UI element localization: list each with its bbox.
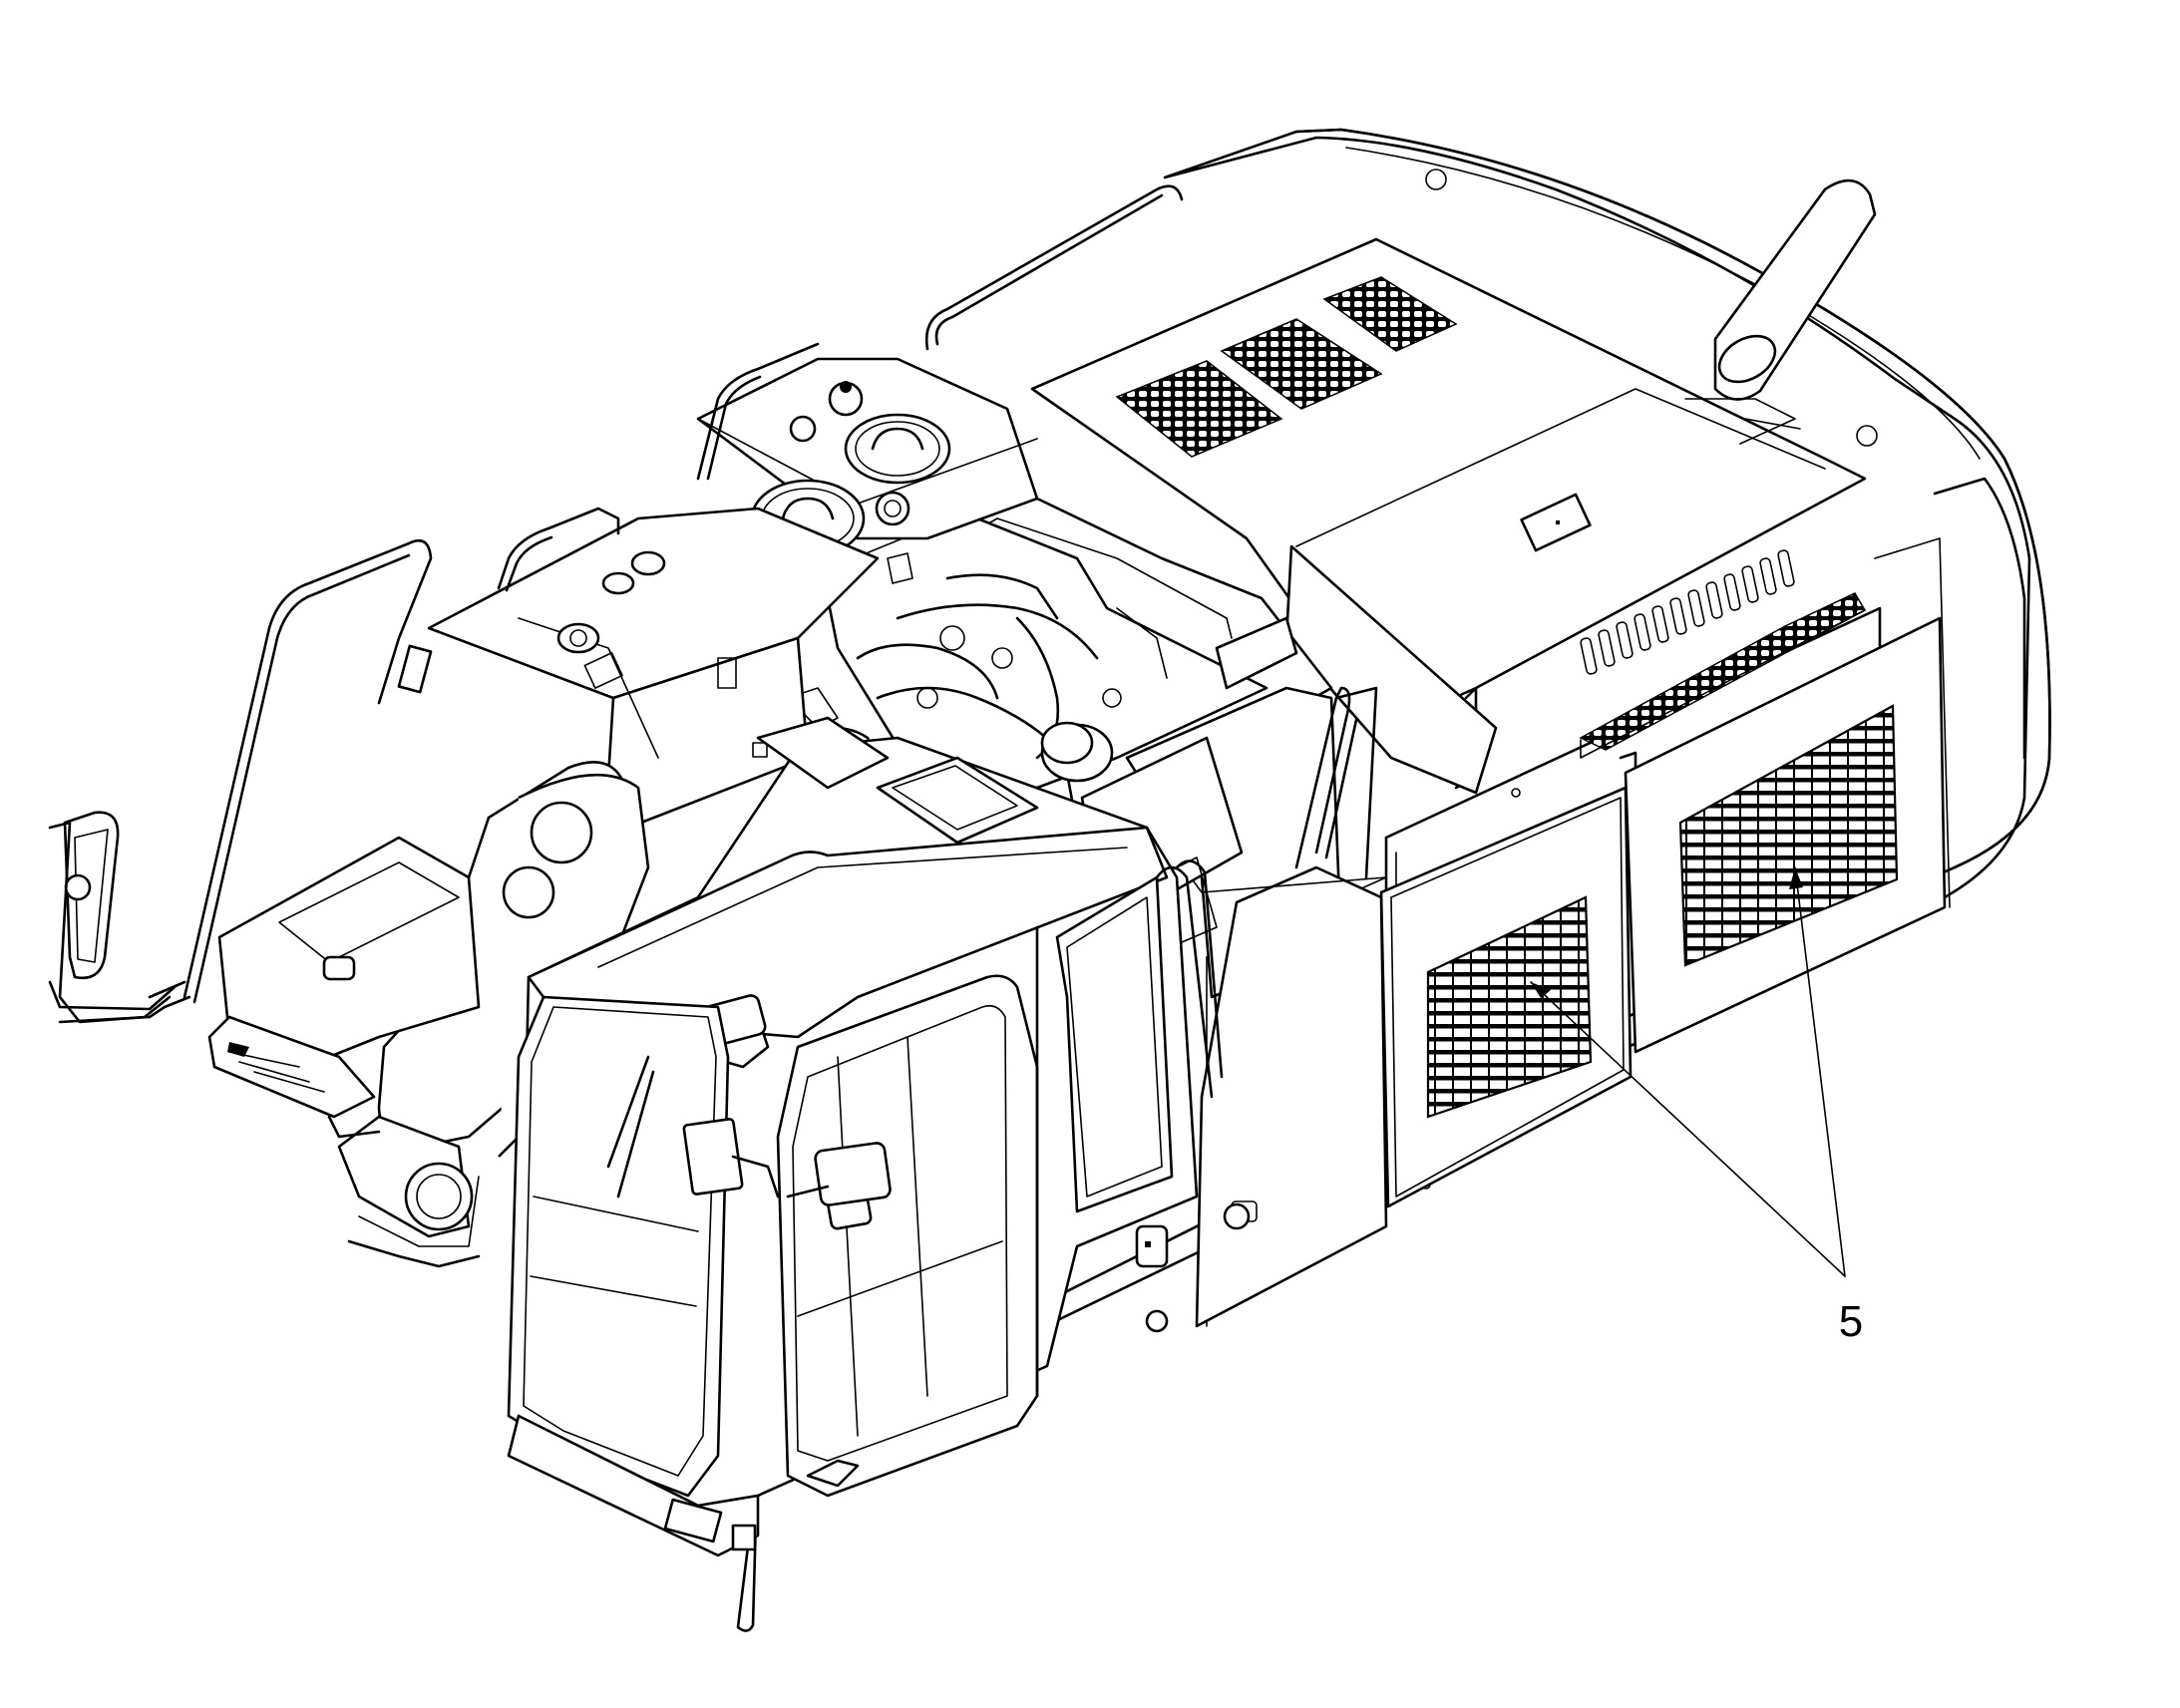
side-door-right: [1626, 618, 1945, 1052]
callout-5: [1531, 867, 1845, 1276]
hood-side-louvers: [1580, 549, 1794, 674]
engine-hood: [1032, 239, 1865, 793]
rear-mirror: [50, 813, 175, 1022]
callout-label: 5: [1839, 1297, 1863, 1346]
handrails: [499, 186, 1376, 877]
side-door-left: [1381, 788, 1631, 1206]
operator-cab: [509, 718, 1249, 1555]
left-deck-panel: [209, 838, 479, 1137]
left-rear-rail: [60, 540, 431, 1022]
engine-compartment: [788, 499, 1296, 788]
left-deck: [429, 509, 878, 828]
cab-handrail: [1157, 861, 1222, 1097]
exhaust-stack: [1685, 180, 1875, 444]
